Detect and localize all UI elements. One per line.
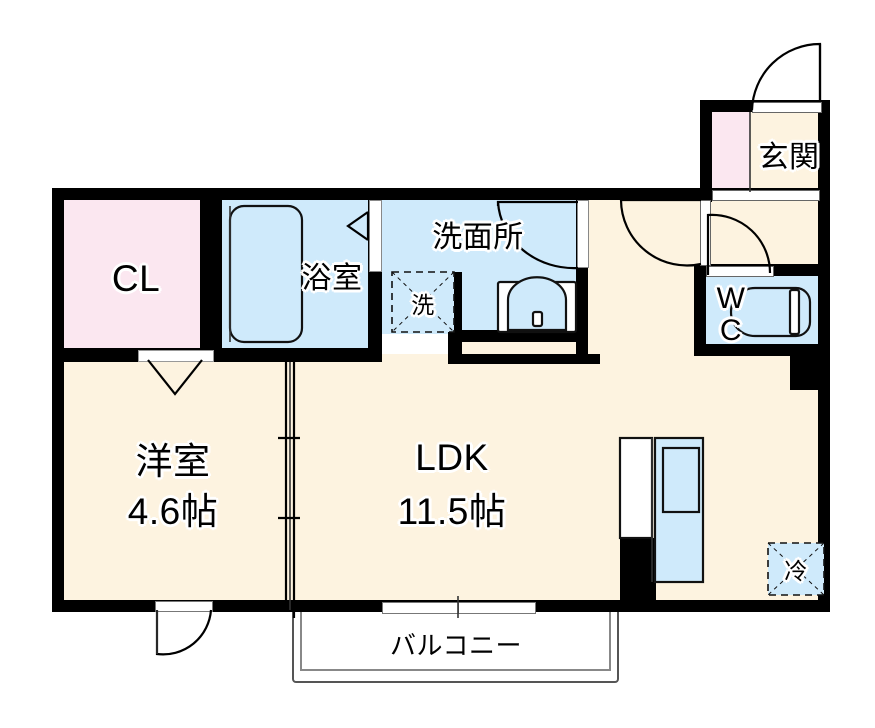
kitchen-range-hood-icon: [618, 436, 654, 540]
entrance-label: 玄関: [758, 141, 820, 174]
sink-basin-icon: [506, 276, 568, 332]
bathtub-icon: [228, 204, 304, 344]
ldk-floor: [284, 354, 820, 610]
kitchen-sink-icon: [661, 446, 701, 514]
washroom-label: 洗面所: [432, 221, 524, 254]
western-room-floor: [62, 362, 284, 610]
toilet-label-c: C: [719, 314, 743, 347]
bath-door-jamb[interactable]: [369, 200, 382, 272]
shoe-closet-area: [712, 112, 750, 192]
ldk-room-area: 11.5帖: [397, 491, 507, 532]
toilet-tank-icon: [788, 288, 801, 336]
wall-entrance-left: [700, 100, 712, 200]
western-room-area: 4.6帖: [127, 491, 219, 532]
wall-outer-right-upper: [818, 100, 830, 356]
washer-slot-label: 洗: [411, 292, 435, 318]
ldk-hall-door-jamb[interactable]: [700, 200, 711, 266]
wall-kitchen-stub: [620, 538, 656, 602]
fridge-slot-icon: [767, 542, 825, 596]
ldk-room-name: LDK: [415, 437, 489, 478]
closet-label: CL: [111, 258, 161, 299]
wall-hallway-left: [588, 188, 600, 200]
wall-outer-left: [52, 188, 64, 612]
wall-hall-stub: [700, 188, 712, 202]
balcony-inner-outline: [300, 608, 611, 671]
wall-washroom-right-lower: [576, 268, 588, 364]
toilet-label-w: W: [716, 282, 746, 315]
wall-closet-right: [200, 188, 222, 360]
closet-cl-area: [62, 196, 200, 348]
washer-slot-icon: [391, 271, 455, 333]
closet-door-opening[interactable]: [138, 350, 214, 362]
balcony-label: バルコニー: [390, 630, 522, 661]
washroom-door-jamb[interactable]: [577, 200, 589, 268]
entrance-inner-opening[interactable]: [712, 190, 820, 201]
wall-bath-bottom: [222, 348, 382, 362]
western-room-window[interactable]: [155, 601, 213, 612]
bath-label: 浴室: [301, 262, 363, 295]
wall-toilet-left: [694, 264, 706, 356]
wall-washroom-bottom-2: [448, 354, 600, 364]
toilet-door-opening[interactable]: [706, 266, 774, 277]
wall-toilet-bottom: [694, 344, 830, 356]
western-room-name: 洋室: [135, 441, 211, 482]
fridge-slot-label: 冷: [784, 558, 808, 584]
